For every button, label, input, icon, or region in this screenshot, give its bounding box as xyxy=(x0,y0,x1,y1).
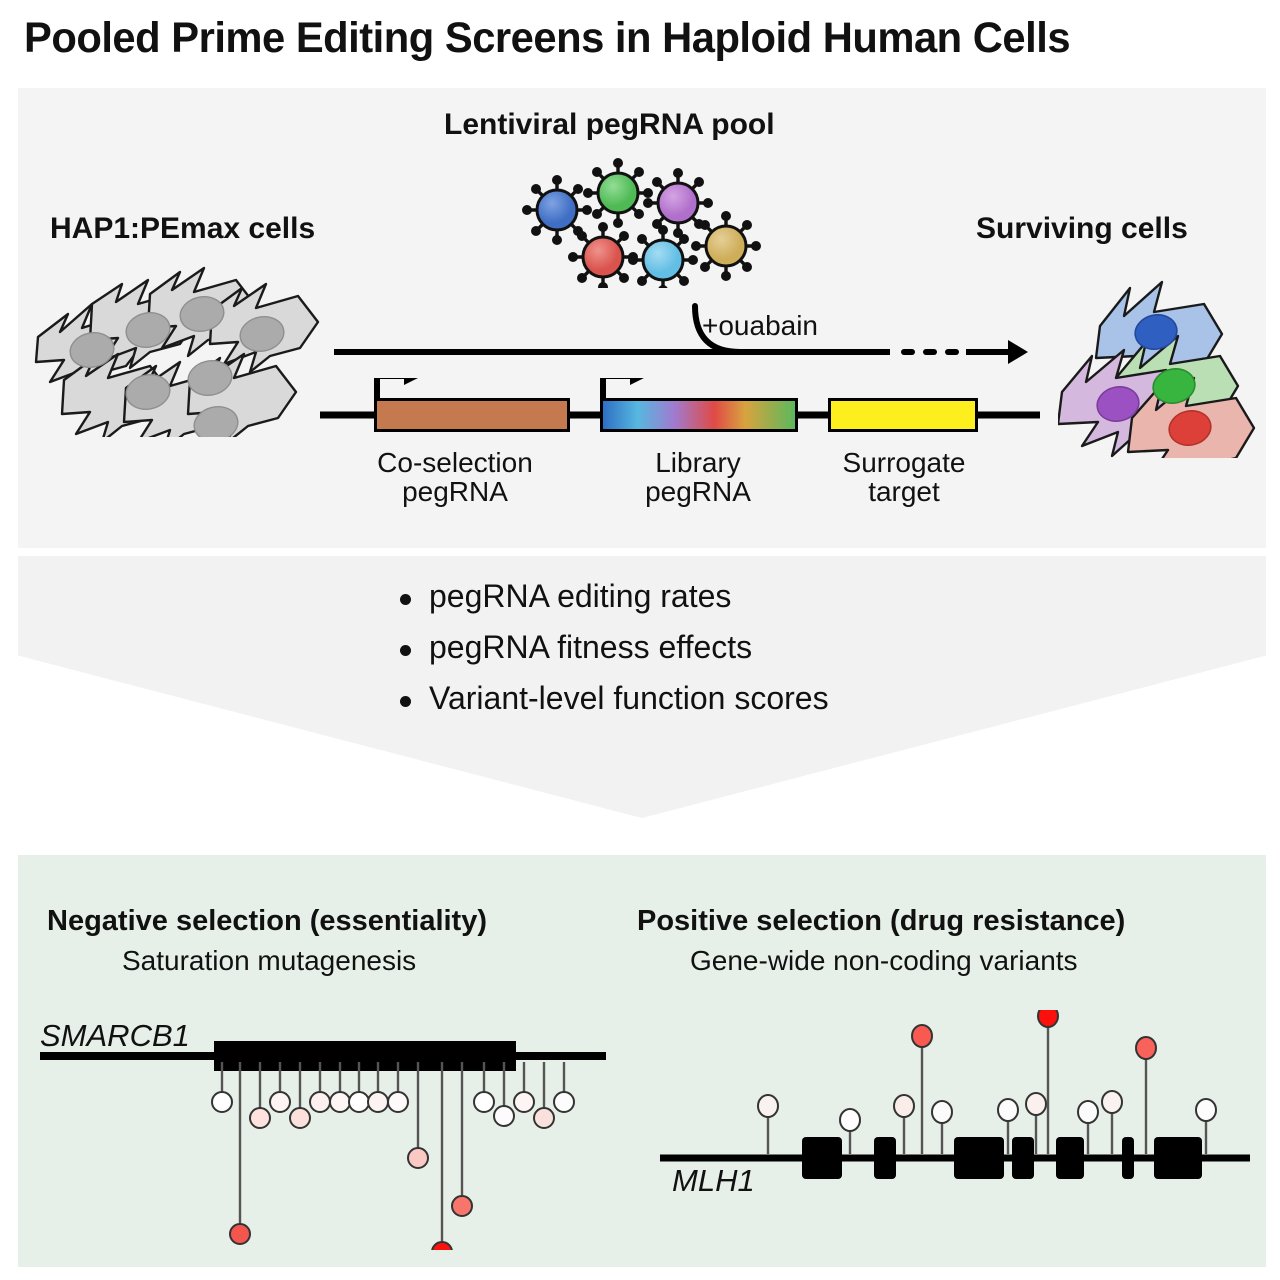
exon-box xyxy=(802,1137,842,1179)
exon-box xyxy=(874,1137,896,1179)
lollipop-head xyxy=(1077,1100,1099,1124)
library-pegrna-label: Library pegRNA xyxy=(592,448,804,507)
lollipop-head xyxy=(387,1091,409,1113)
surviving-cells-label: Surviving cells xyxy=(976,212,1188,245)
lollipop-head xyxy=(931,1100,953,1124)
surrogate-line1: Surrogate xyxy=(842,447,966,478)
mlh1-lollipop-plot xyxy=(650,1004,1270,1210)
lollipop-head xyxy=(839,1108,861,1132)
lollipop-head xyxy=(407,1147,429,1169)
lollipop-head xyxy=(348,1091,370,1113)
lollipop-head xyxy=(1195,1098,1217,1122)
outputs-bullet-list: pegRNA editing rates pegRNA fitness effe… xyxy=(400,578,829,731)
experiment-timeline-arrow xyxy=(330,300,1030,370)
lollipop-head xyxy=(553,1091,575,1113)
co-selection-pegrna-label: Co-selection pegRNA xyxy=(330,448,580,507)
lollipop-head xyxy=(911,1024,933,1048)
hap1-pemax-label: HAP1:PEmax cells xyxy=(50,212,316,245)
lollipop-head xyxy=(473,1091,495,1113)
lollipop-head xyxy=(533,1107,555,1129)
negative-selection-subheading: Saturation mutagenesis xyxy=(122,945,417,976)
bullet-text: Variant-level function scores xyxy=(429,680,829,716)
surrogate-line2: target xyxy=(868,476,940,508)
lollipop-head xyxy=(493,1105,515,1127)
list-item: pegRNA fitness effects xyxy=(400,629,829,666)
lollipop-head xyxy=(997,1098,1019,1122)
lentiviral-particle-pool xyxy=(505,158,765,295)
lollipop-head xyxy=(1101,1090,1123,1114)
page-title: Pooled Prime Editing Screens in Haploid … xyxy=(24,14,1071,62)
list-item: pegRNA editing rates xyxy=(400,578,829,615)
ouabain-treatment-label: +ouabain xyxy=(702,310,819,341)
lollipop-head xyxy=(431,1241,453,1263)
lollipop-head xyxy=(309,1091,331,1113)
bullet-dot-icon xyxy=(400,696,411,707)
smarcb1-gene-label: SMARCB1 xyxy=(40,1018,190,1053)
lentiviral-pool-label: Lentiviral pegRNA pool xyxy=(444,108,775,141)
exon-box xyxy=(954,1137,1004,1179)
lollipop-head xyxy=(289,1107,311,1129)
lollipop-head xyxy=(249,1107,271,1129)
lollipop-head xyxy=(269,1091,291,1113)
surrogate-target-label: Surrogate target xyxy=(800,448,1008,507)
lollipop-head xyxy=(513,1091,535,1113)
co-selection-line2: pegRNA xyxy=(402,476,508,508)
exon-box xyxy=(1056,1137,1084,1179)
surrogate-target-box xyxy=(828,398,978,432)
library-pegrna-box xyxy=(600,398,798,432)
lollipop-head xyxy=(1037,1004,1059,1028)
library-line1: Library xyxy=(655,447,741,478)
lollipop-head xyxy=(329,1091,351,1113)
lollipop-head xyxy=(893,1094,915,1118)
lollipop-head xyxy=(211,1091,233,1113)
lollipop-head xyxy=(1135,1036,1157,1060)
bullet-text: pegRNA fitness effects xyxy=(429,629,753,665)
lollipop-head xyxy=(757,1094,779,1118)
hap1-cell-cluster-illustration xyxy=(30,262,330,452)
smarcb1-lollipop-plot xyxy=(18,1020,618,1263)
bullet-dot-icon xyxy=(400,594,411,605)
positive-selection-heading: Positive selection (drug resistance) xyxy=(637,905,1126,937)
exon-box xyxy=(1154,1137,1202,1179)
exon-box xyxy=(214,1041,516,1071)
positive-selection-subheading: Gene-wide non-coding variants xyxy=(690,945,1078,976)
library-line2: pegRNA xyxy=(645,476,751,508)
negative-selection-heading: Negative selection (essentiality) xyxy=(47,905,487,937)
lollipop-head xyxy=(229,1223,251,1245)
lollipop-head xyxy=(1025,1092,1047,1116)
lollipop-head xyxy=(451,1195,473,1217)
list-item: Variant-level function scores xyxy=(400,680,829,717)
bullet-text: pegRNA editing rates xyxy=(429,578,732,614)
lollipop-head xyxy=(367,1091,389,1113)
surviving-cell-cluster-illustration xyxy=(1056,268,1268,486)
co-selection-line1: Co-selection xyxy=(377,447,533,478)
lentiviral-construct-diagram xyxy=(320,378,1040,458)
exon-box xyxy=(1012,1137,1034,1179)
exon-box xyxy=(1122,1137,1134,1179)
co-selection-pegrna-box xyxy=(374,398,570,432)
bullet-dot-icon xyxy=(400,645,411,656)
mlh1-gene-label: MLH1 xyxy=(672,1163,755,1198)
